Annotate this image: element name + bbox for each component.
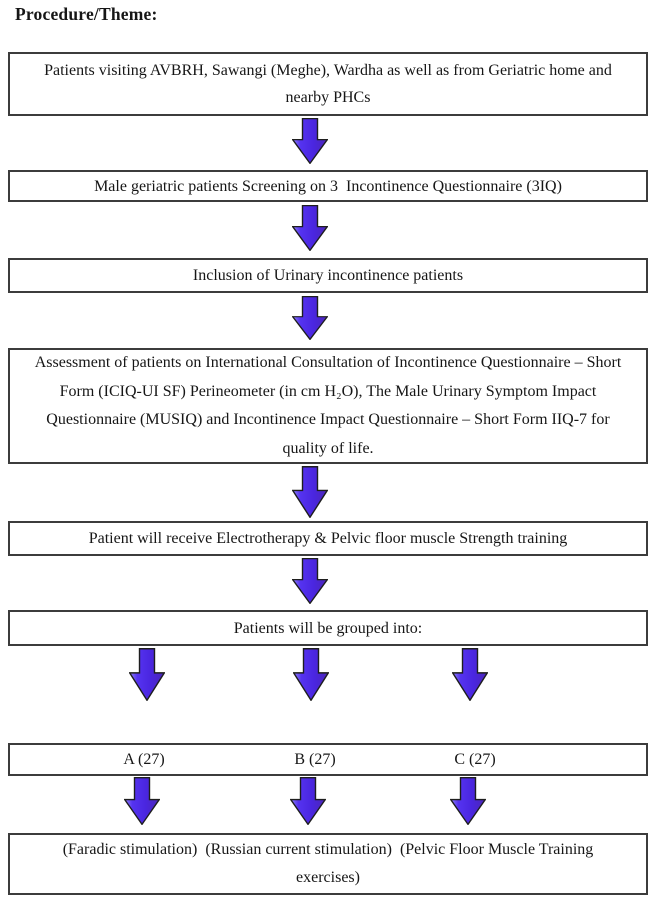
flow-box-text-line: Assessment of patients on International …	[34, 354, 622, 371]
group-label-a: A (27)	[123, 750, 165, 768]
arrow-down-icon	[292, 118, 328, 164]
flow-box-text-line: exercises)	[296, 869, 360, 886]
arrow-down-icon	[452, 648, 488, 701]
flow-box-inclusion: Inclusion of Urinary incontinence patien…	[8, 258, 648, 293]
group-label-b: B (27)	[294, 750, 336, 768]
flow-box-text-line: Patient will receive Electrotherapy & Pe…	[88, 530, 568, 547]
page-title: Procedure/Theme:	[15, 4, 158, 24]
flow-box-text-line: Patients visiting AVBRH, Sawangi (Meghe)…	[44, 62, 612, 79]
flow-box-grouping: Patients will be grouped into:	[8, 610, 648, 646]
arrow-down-icon	[124, 777, 160, 825]
flow-box-text-line: Patients will be grouped into:	[233, 619, 423, 637]
arrow-down-icon	[292, 296, 328, 340]
flow-box-text-line: Form (ICIQ-UI SF) Perineometer (in cm H₂…	[59, 382, 597, 400]
flow-box-screening: Male geriatric patients Screening on 3 I…	[8, 170, 648, 202]
flow-box-patient-source: Patients visiting AVBRH, Sawangi (Meghe)…	[8, 52, 648, 116]
arrow-down-icon	[450, 777, 486, 825]
group-label-c: C (27)	[454, 750, 496, 768]
flow-box-text-line: Questionnaire (MUSIQ) and Incontinence I…	[46, 411, 610, 428]
flow-box-text-line: Inclusion of Urinary incontinence patien…	[192, 267, 464, 284]
arrow-down-icon	[290, 777, 326, 825]
flow-box-treatments: (Faradic stimulation) (Russian current s…	[8, 833, 648, 895]
flow-box-text-line: (Faradic stimulation) (Russian current s…	[62, 841, 594, 858]
arrow-down-icon	[292, 205, 328, 251]
arrow-down-icon	[292, 558, 328, 604]
arrow-down-icon	[129, 648, 165, 701]
flow-box-text-line: quality of life.	[282, 439, 374, 457]
flow-box-group-sizes: A (27) B (27) C (27)	[8, 743, 648, 776]
flow-box-assessment: Assessment of patients on International …	[8, 348, 648, 464]
arrow-down-icon	[292, 466, 328, 518]
flow-box-intervention: Patient will receive Electrotherapy & Pe…	[8, 521, 648, 556]
arrow-down-icon	[293, 648, 329, 701]
flow-box-text-line: Male geriatric patients Screening on 3 I…	[94, 177, 562, 195]
flow-box-text-line: nearby PHCs	[285, 89, 371, 106]
